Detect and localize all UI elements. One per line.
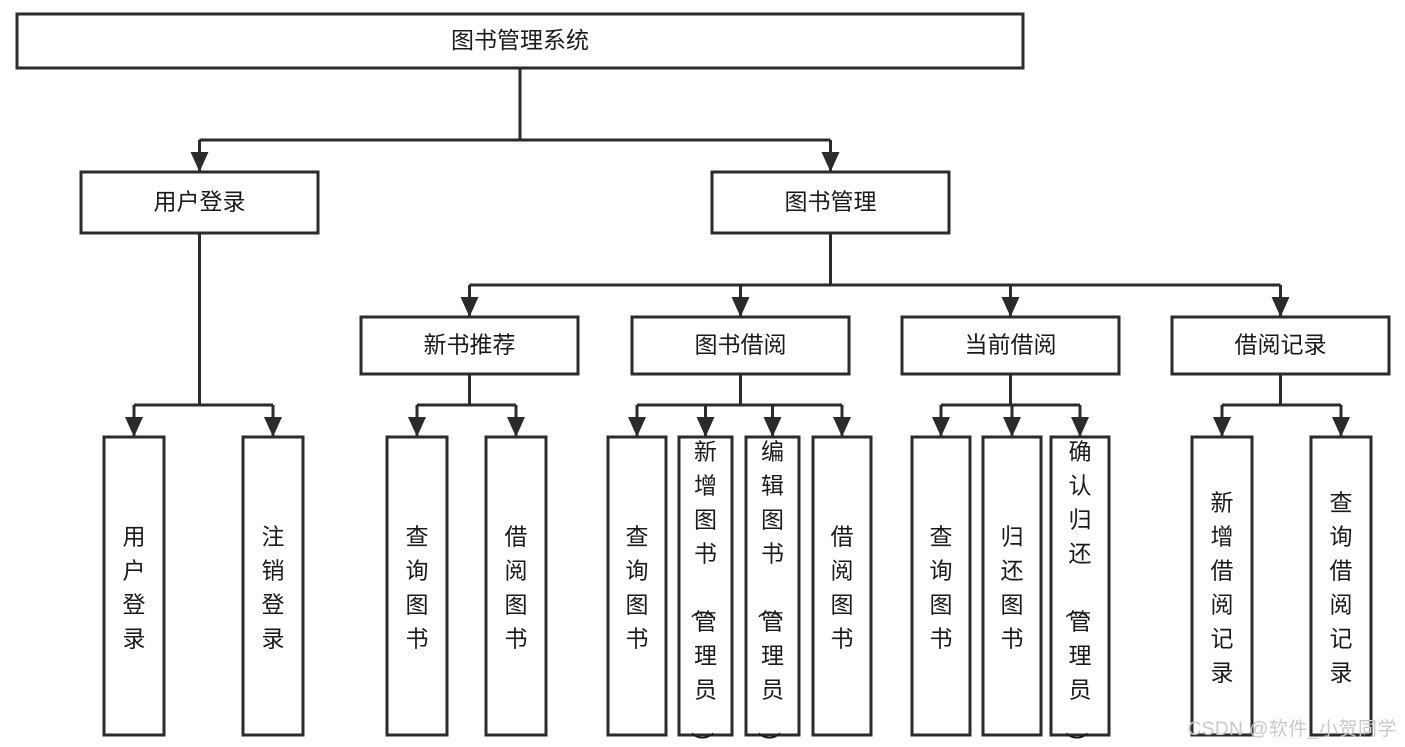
node-label: 查询图书 [626, 524, 649, 652]
node-borrow-record[interactable]: 借阅记录 [1170, 315, 1391, 376]
node-label: 借阅图书 [831, 524, 854, 652]
node-label: 借阅记录 [1235, 332, 1327, 358]
node-root[interactable]: 图书管理系统 [15, 12, 1025, 70]
arrowhead-icon [1001, 297, 1020, 317]
node-box [385, 435, 449, 737]
node-user-login[interactable]: 用户登录 [79, 170, 320, 235]
arrowhead-icon [833, 417, 851, 437]
node-box [910, 435, 972, 737]
edge-group-new-book-rec [408, 374, 525, 437]
node-box [359, 315, 580, 376]
node-leaf-query-book-borrow[interactable]: 查询图书 [606, 435, 668, 737]
node-leaf-query-book-rec[interactable]: 查询图书 [385, 435, 449, 737]
arrowhead-icon [763, 417, 782, 437]
node-box [1309, 435, 1373, 737]
node-leaf-query-book-cur[interactable]: 查询图书 [910, 435, 972, 737]
edge-group-root [190, 68, 840, 172]
node-label: 注销登录 [262, 524, 285, 652]
node-label: 编辑图书（管理员） [756, 439, 784, 747]
node-leaf-confirm-return[interactable]: 确认归还（管理员） [1049, 435, 1111, 747]
node-leaf-edit-book[interactable]: 编辑图书（管理员） [744, 435, 801, 747]
edge-group-book-manage [460, 233, 1290, 317]
arrowhead-icon [507, 417, 525, 437]
node-label: 归还图书 [1001, 524, 1024, 652]
node-leaf-add-record[interactable]: 新增借阅记录 [1190, 435, 1254, 737]
node-label: 新增借阅记录 [1211, 490, 1234, 686]
node-label: 用户登录 [154, 189, 246, 215]
node-label: 用户登录 [123, 524, 146, 652]
node-box [241, 435, 305, 737]
node-label: 图书管理系统 [451, 27, 589, 53]
node-leaf-return-book[interactable]: 归还图书 [981, 435, 1043, 737]
arrowhead-icon [1071, 417, 1089, 437]
node-box [1049, 435, 1111, 737]
arrowhead-icon [460, 297, 479, 317]
node-label: 当前借阅 [965, 332, 1057, 358]
node-label: 新书推荐 [424, 332, 516, 358]
node-box [744, 435, 801, 737]
node-leaf-add-book[interactable]: 新增图书（管理员） [677, 435, 734, 747]
node-box [630, 315, 851, 376]
node-label: 图书管理 [785, 189, 877, 215]
node-label: 新增图书（管理员） [689, 439, 717, 747]
arrowhead-icon [1213, 417, 1231, 437]
node-leaf-user-login[interactable]: 用户登录 [102, 435, 166, 737]
arrowhead-icon [190, 152, 209, 172]
node-box [981, 435, 1043, 737]
node-box [102, 435, 166, 737]
arrowhead-icon [628, 417, 646, 437]
node-box [484, 435, 548, 737]
node-box [79, 170, 320, 235]
node-label: 查询借阅记录 [1330, 490, 1353, 686]
node-box [677, 435, 734, 737]
watermark-text: CSDN @软件_小贺同学 [1187, 719, 1397, 740]
node-box [606, 435, 668, 737]
edge-group-book-borrow [628, 374, 851, 437]
arrowhead-icon [731, 297, 750, 317]
node-label: 查询图书 [930, 524, 953, 652]
arrowhead-icon [408, 417, 426, 437]
node-current-borrow[interactable]: 当前借阅 [900, 315, 1121, 376]
node-leaf-user-logout[interactable]: 注销登录 [241, 435, 305, 737]
node-box [15, 12, 1025, 70]
node-label: 图书借阅 [695, 332, 787, 358]
node-book-borrow[interactable]: 图书借阅 [630, 315, 851, 376]
arrowhead-icon [125, 417, 143, 437]
arrowhead-icon [264, 417, 282, 437]
node-label: 查询图书 [406, 524, 429, 652]
node-layer: 图书管理系统用户登录图书管理新书推荐图书借阅当前借阅借阅记录用户登录注销登录查询… [15, 12, 1391, 747]
connector-layer [125, 68, 1350, 437]
arrowhead-icon [1003, 417, 1021, 437]
node-box [710, 170, 951, 235]
arrowhead-icon [696, 417, 715, 437]
arrowhead-icon [821, 152, 840, 172]
arrowhead-icon [1332, 417, 1350, 437]
node-label: 确认归还（管理员） [1064, 439, 1092, 747]
node-new-book-rec[interactable]: 新书推荐 [359, 315, 580, 376]
node-box [1170, 315, 1391, 376]
node-box [900, 315, 1121, 376]
node-leaf-query-record[interactable]: 查询借阅记录 [1309, 435, 1373, 737]
node-book-manage[interactable]: 图书管理 [710, 170, 951, 235]
edge-group-user-login [125, 233, 282, 437]
arrowhead-icon [932, 417, 950, 437]
node-leaf-borrow-book-rec[interactable]: 借阅图书 [484, 435, 548, 737]
node-box [1190, 435, 1254, 737]
arrowhead-icon [1271, 297, 1290, 317]
edge-group-current-borrow [932, 374, 1089, 437]
edge-group-borrow-record [1213, 374, 1350, 437]
node-label: 借阅图书 [505, 524, 528, 652]
node-box [811, 435, 873, 737]
node-leaf-borrow-book[interactable]: 借阅图书 [811, 435, 873, 737]
